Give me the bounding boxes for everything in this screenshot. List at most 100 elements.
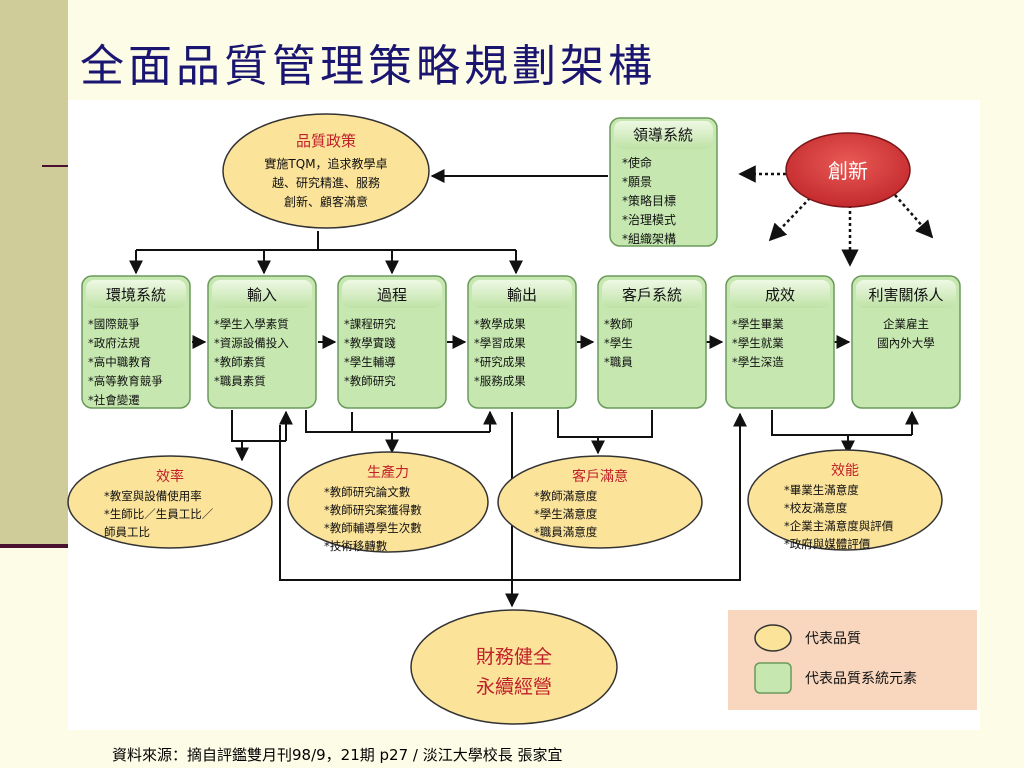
oval-effectiveness: 效能 *畢業生滿意度 *校友滿意度 *企業主滿意度與評價 *政府與媒體評價 — [747, 449, 943, 551]
quality-policy-node: 品質政策 實施TQM，追求教學卓 越、研究精進、服務 創新、顧客滿意 — [222, 113, 430, 229]
box-item: 國內外大學 — [877, 336, 935, 350]
oval-header: 客戶滿意 — [572, 468, 628, 485]
box-header: 環境系統 — [106, 286, 166, 304]
oval-efficiency: 效率 *教室與設備使用率 *生師比／生員工比／ 師員工比 — [67, 455, 273, 549]
leadership-item: *治理模式 — [622, 213, 676, 227]
legend-element-label: 代表品質系統元素 — [805, 671, 917, 687]
box-item: *教學成果 — [474, 317, 526, 331]
legend: 代表品質 代表品質系統元素 — [728, 610, 977, 710]
quality-policy-line: 越、研究精進、服務 — [272, 175, 380, 190]
box-header: 過程 — [377, 286, 407, 304]
oval-item: *教師研究論文數 — [324, 485, 411, 499]
box-item: *課程研究 — [344, 317, 396, 331]
finance-loop — [279, 418, 741, 581]
box-item: *職員 — [604, 355, 633, 369]
leadership-item: *組織架構 — [622, 232, 676, 246]
page-title: 全面品質管理策略規劃架構 — [80, 41, 656, 92]
box-header: 成效 — [765, 286, 795, 304]
oval-item: *學生滿意度 — [534, 507, 598, 521]
oval-item: *校友滿意度 — [784, 501, 848, 515]
leadership-item: *使命 — [622, 155, 652, 170]
oval-header: 效能 — [831, 463, 859, 479]
efficiency-bracket — [231, 410, 286, 442]
oval-item: *畢業生滿意度 — [784, 483, 859, 497]
box-item: *研究成果 — [474, 355, 526, 369]
box-item: *學習成果 — [474, 336, 526, 350]
finance-node: 財務健全 永續經營 — [410, 609, 618, 725]
finance-line: 財務健全 — [476, 646, 552, 668]
box-header: 客戶系統 — [622, 286, 682, 304]
oval-item: *技術移轉數 — [324, 539, 388, 553]
quality-policy-header: 品質政策 — [296, 132, 356, 150]
oval-item: *教室與設備使用率 — [104, 489, 202, 503]
box-item: *教學實踐 — [344, 336, 396, 350]
legend-quality-label: 代表品質 — [805, 631, 861, 647]
system-boxes: 環境系統 *國際競爭 *政府法規 *高中職教育 *高等教育競爭 *社會變遷 輸入 *學生入學素… — [81, 275, 961, 409]
box-item: *資源設備投入 — [214, 336, 289, 350]
oval-item: *生師比／生員工比／ — [104, 507, 214, 521]
source-note: 資料來源：摘自評鑑雙月刊98/9，21期 p27 / 淡江大學校長 張家宜 — [112, 746, 563, 764]
oval-item: 師員工比 — [104, 525, 150, 539]
oval-item: *職員滿意度 — [534, 525, 598, 539]
oval-header: 生產力 — [367, 464, 409, 481]
oval-item: *教師輔導學生次數 — [324, 521, 422, 535]
title-rule-short — [42, 165, 70, 167]
oval-productivity: 生產力 *教師研究論文數 *教師研究案獲得數 *教師輔導學生次數 *技術移轉數 — [287, 451, 489, 553]
legend-element-swatch — [754, 662, 792, 694]
oval-customer-satisfaction: 客戶滿意 *教師滿意度 *學生滿意度 *職員滿意度 — [497, 455, 703, 549]
box-item: *學生入學素質 — [214, 317, 289, 331]
arrow-innovation-down-left — [768, 197, 811, 242]
customer-bracket — [557, 410, 653, 438]
box-item: *高中職教育 — [88, 355, 151, 369]
oval-item: *企業主滿意度與評價 — [784, 519, 894, 533]
left-accent-band — [0, 0, 68, 545]
oval-header: 效率 — [156, 468, 184, 485]
box-item: *學生就業 — [732, 336, 784, 350]
box-header: 輸出 — [507, 286, 537, 304]
innovation-node: 創新 — [785, 132, 911, 208]
box-item: *服務成果 — [474, 374, 526, 388]
box-input: 輸入 *學生入學素質 *資源設備投入 *教師素質 *職員素質 — [207, 275, 317, 409]
productivity-bracket — [351, 412, 490, 433]
box-item: *學生畢業 — [732, 317, 784, 331]
oval-item: *教師研究案獲得數 — [324, 503, 422, 517]
box-process: 過程 *課程研究 *教學實踐 *學生輔導 *教師研究 — [337, 275, 447, 409]
box-item: *國際競爭 — [88, 317, 140, 331]
legend-quality-swatch — [754, 624, 792, 652]
innovation-arrows — [738, 165, 934, 267]
leadership-item: *願景 — [622, 175, 652, 189]
box-item: *學生 — [604, 336, 633, 350]
box-output: 輸出 *教學成果 *學習成果 *研究成果 *服務成果 — [467, 275, 577, 409]
box-item: *高等教育競爭 — [88, 374, 163, 388]
effectiveness-bracket — [771, 410, 912, 436]
box-header: 輸入 — [247, 286, 277, 304]
innovation-label: 創新 — [828, 159, 868, 183]
box-results: 成效 *學生畢業 *學生就業 *學生深造 — [725, 275, 835, 409]
box-item: *政府法規 — [88, 336, 140, 350]
quality-policy-line: 創新、顧客滿意 — [284, 194, 368, 209]
box-item: 企業雇主 — [883, 317, 929, 331]
box-item: *教師 — [604, 317, 633, 331]
box-item: *教師素質 — [214, 355, 266, 369]
finance-line: 永續經營 — [476, 676, 552, 698]
quality-policy-line: 實施TQM，追求教學卓 — [264, 156, 387, 171]
box-item: *職員素質 — [214, 374, 266, 388]
left-rule-bottom — [0, 544, 70, 548]
box-item: *教師研究 — [344, 374, 396, 388]
input-return-line — [305, 410, 352, 433]
box-item: *學生輔導 — [344, 355, 396, 369]
connector-lines — [129, 169, 919, 608]
quality-ovals: 效率 *教室與設備使用率 *生師比／生員工比／ 師員工比 生產力 *教師研究論文數 *教師研… — [67, 449, 943, 553]
box-customer: 客戶系統 *教師 *學生 *職員 — [597, 275, 707, 409]
leadership-header: 領導系統 — [633, 126, 693, 144]
box-item: *社會變遷 — [88, 393, 140, 407]
oval-item: *政府與媒體評價 — [784, 537, 871, 551]
box-environment: 環境系統 *國際競爭 *政府法規 *高中職教育 *高等教育競爭 *社會變遷 — [81, 275, 191, 409]
leadership-node: 領導系統 *使命 *願景 *策略目標 *治理模式 *組織架構 — [609, 117, 718, 247]
leadership-item: *策略目標 — [622, 193, 676, 208]
box-item: *學生深造 — [732, 355, 784, 369]
oval-item: *教師滿意度 — [534, 489, 598, 503]
box-header: 利害關係人 — [868, 286, 943, 304]
